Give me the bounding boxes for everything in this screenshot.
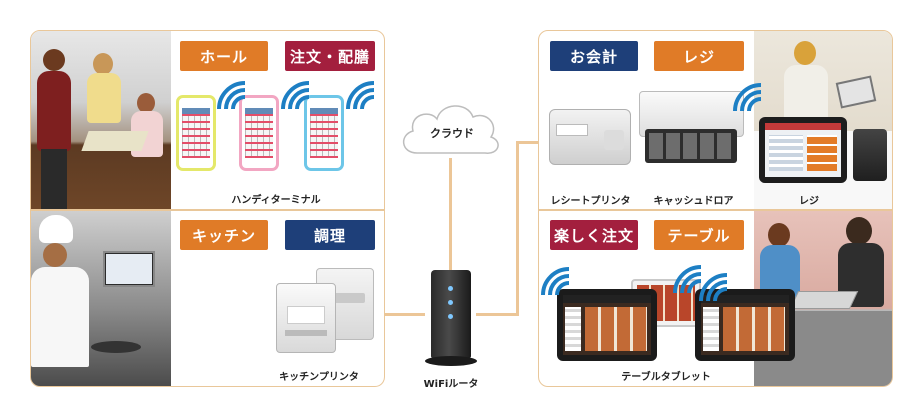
wifi-router xyxy=(425,270,477,370)
front-of-house-panel: ホール 注文・配膳 ハンディターミナル キッチン 調理 xyxy=(30,30,385,387)
handy-terminal-blue xyxy=(304,95,344,171)
cash-drawer xyxy=(639,91,744,171)
cloud-icon xyxy=(403,105,499,154)
table-tag: テーブル xyxy=(654,220,744,250)
connector-right-vertical xyxy=(516,141,519,316)
order-serve-tag: 注文・配膳 xyxy=(285,41,375,71)
connector-left-router xyxy=(385,313,425,316)
checkout-panel: お会計 レジ レシートプリンタ キャッシュドロア xyxy=(538,30,893,387)
register-side-printer xyxy=(853,129,887,181)
kitchen-tag: キッチン xyxy=(180,220,268,250)
receipt-printer-caption: レシートプリンタ xyxy=(550,196,631,207)
register-tag: レジ xyxy=(654,41,744,71)
wifi-icon xyxy=(673,265,702,294)
wifi-icon xyxy=(733,83,762,112)
wifi-icon xyxy=(699,273,728,302)
connector-router-right xyxy=(476,313,518,316)
wifi-icon xyxy=(346,81,375,110)
left-divider xyxy=(31,209,384,211)
router-caption: WiFiルータ xyxy=(423,379,479,390)
handy-terminal-yellow xyxy=(176,95,216,171)
hall-tag: ホール xyxy=(180,41,268,71)
wifi-icon xyxy=(281,81,310,110)
wifi-icon xyxy=(541,267,570,296)
receipt-printer xyxy=(549,109,631,165)
table-tablet-left xyxy=(557,289,657,361)
connector-right-top xyxy=(516,141,540,144)
cooking-tag: 調理 xyxy=(285,220,375,250)
register-tablet xyxy=(759,117,847,183)
cloud-label: クラウド xyxy=(430,127,474,140)
table-tablet-caption: テーブルタブレット xyxy=(621,372,711,383)
right-divider xyxy=(539,209,892,211)
wifi-icon xyxy=(217,81,246,110)
connector-cloud-router xyxy=(449,158,452,278)
kitchen-printer-front xyxy=(276,283,336,353)
cash-drawer-caption: キャッシュドロア xyxy=(653,196,734,207)
table-tablet-right xyxy=(695,289,795,361)
hall-scene xyxy=(31,31,171,209)
kitchen-scene xyxy=(31,211,171,386)
handy-terminal-caption: ハンディターミナル xyxy=(231,195,321,206)
handy-terminal-pink xyxy=(239,95,279,171)
register-caption: レジ xyxy=(799,196,819,207)
kitchen-printer-caption: キッチンプリンタ xyxy=(279,372,359,383)
fun-order-tag: 楽しく注文 xyxy=(550,220,638,250)
checkout-tag: お会計 xyxy=(550,41,638,71)
